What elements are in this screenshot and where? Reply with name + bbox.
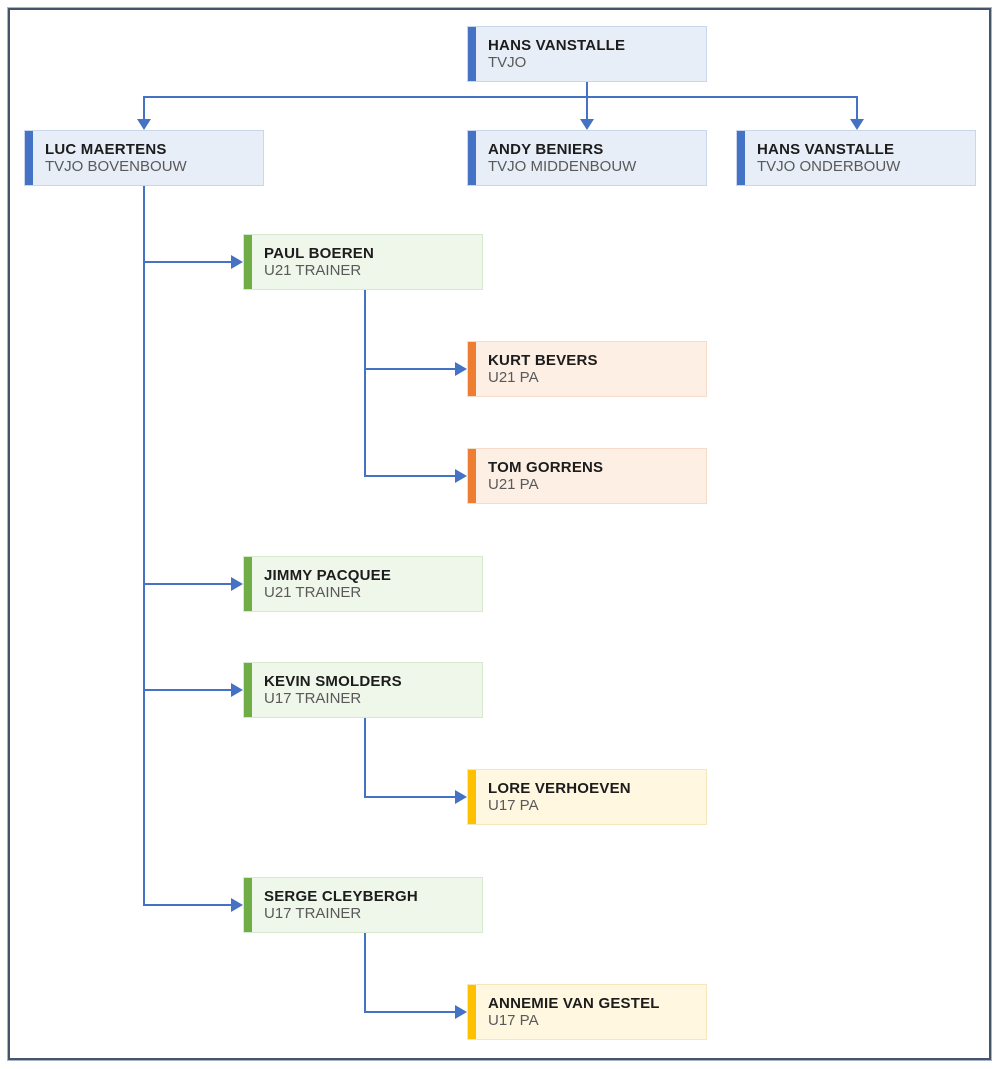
connector-line bbox=[143, 904, 231, 906]
org-node-0[interactable]: HANS VANSTALLE TVJO bbox=[467, 26, 707, 82]
node-accent-bar bbox=[468, 27, 476, 81]
org-node-9[interactable]: LORE VERHOEVEN U17 PA bbox=[467, 769, 707, 825]
node-accent-bar bbox=[25, 131, 33, 185]
node-role: TVJO ONDERBOUW bbox=[757, 158, 901, 175]
node-accent-bar bbox=[244, 878, 252, 932]
node-role: TVJO BOVENBOUW bbox=[45, 158, 187, 175]
org-node-7[interactable]: JIMMY PACQUEE U21 TRAINER bbox=[243, 556, 483, 612]
connector-line bbox=[364, 290, 366, 476]
node-name: JIMMY PACQUEE bbox=[264, 567, 392, 584]
arrow-down-icon bbox=[850, 119, 864, 130]
node-role: U17 PA bbox=[488, 797, 539, 814]
node-name: SERGE CLEYBERGH bbox=[264, 888, 418, 905]
node-text: KURT BEVERS U21 PA bbox=[476, 342, 604, 396]
node-text: KEVIN SMOLDERS U17 TRAINER bbox=[252, 663, 408, 717]
node-role: U21 TRAINER bbox=[264, 262, 362, 279]
node-role: U21 PA bbox=[488, 476, 539, 493]
node-accent-bar bbox=[244, 557, 252, 611]
node-accent-bar bbox=[468, 342, 476, 396]
node-role: U21 PA bbox=[488, 369, 539, 386]
node-text: LUC MAERTENS TVJO BOVENBOUW bbox=[33, 131, 193, 185]
node-accent-bar bbox=[468, 131, 476, 185]
node-role: TVJO MIDDENBOUW bbox=[488, 158, 637, 175]
node-role: U17 TRAINER bbox=[264, 690, 362, 707]
node-accent-bar bbox=[468, 449, 476, 503]
node-accent-bar bbox=[244, 663, 252, 717]
node-accent-bar bbox=[737, 131, 745, 185]
arrow-right-icon bbox=[231, 683, 243, 697]
arrow-right-icon bbox=[231, 577, 243, 591]
arrow-right-icon bbox=[231, 255, 243, 269]
org-node-11[interactable]: ANNEMIE VAN GESTEL U17 PA bbox=[467, 984, 707, 1040]
connector-line bbox=[364, 368, 455, 370]
node-name: ANDY BENIERS bbox=[488, 141, 604, 158]
connector-line bbox=[143, 261, 231, 263]
arrow-right-icon bbox=[455, 469, 467, 483]
node-name: ANNEMIE VAN GESTEL bbox=[488, 995, 660, 1012]
node-accent-bar bbox=[468, 770, 476, 824]
node-role: U17 PA bbox=[488, 1012, 539, 1029]
node-role: U21 TRAINER bbox=[264, 584, 362, 601]
node-text: ANDY BENIERS TVJO MIDDENBOUW bbox=[476, 131, 642, 185]
chart-frame bbox=[8, 8, 991, 1060]
node-text: SERGE CLEYBERGH U17 TRAINER bbox=[252, 878, 424, 932]
node-name: HANS VANSTALLE bbox=[488, 37, 626, 54]
connector-line bbox=[143, 689, 231, 691]
org-node-5[interactable]: KURT BEVERS U21 PA bbox=[467, 341, 707, 397]
connector-line bbox=[364, 718, 366, 797]
node-name: HANS VANSTALLE bbox=[757, 141, 895, 158]
connector-line bbox=[856, 96, 858, 119]
connector-line bbox=[364, 933, 366, 1012]
node-text: LORE VERHOEVEN U17 PA bbox=[476, 770, 637, 824]
node-accent-bar bbox=[468, 985, 476, 1039]
arrow-right-icon bbox=[455, 1005, 467, 1019]
node-name: LORE VERHOEVEN bbox=[488, 780, 631, 797]
connector-line bbox=[364, 475, 455, 477]
org-node-4[interactable]: PAUL BOEREN U21 TRAINER bbox=[243, 234, 483, 290]
connector-line bbox=[586, 96, 588, 119]
node-role: TVJO bbox=[488, 54, 527, 71]
node-name: KURT BEVERS bbox=[488, 352, 598, 369]
node-name: KEVIN SMOLDERS bbox=[264, 673, 402, 690]
arrow-right-icon bbox=[455, 362, 467, 376]
arrow-down-icon bbox=[580, 119, 594, 130]
connector-line bbox=[143, 96, 858, 98]
org-node-10[interactable]: SERGE CLEYBERGH U17 TRAINER bbox=[243, 877, 483, 933]
node-text: HANS VANSTALLE TVJO bbox=[476, 27, 631, 81]
node-name: LUC MAERTENS bbox=[45, 141, 167, 158]
arrow-right-icon bbox=[231, 898, 243, 912]
node-text: HANS VANSTALLE TVJO ONDERBOUW bbox=[745, 131, 906, 185]
connector-line bbox=[143, 583, 231, 585]
arrow-right-icon bbox=[455, 790, 467, 804]
node-name: PAUL BOEREN bbox=[264, 245, 374, 262]
node-role: U17 TRAINER bbox=[264, 905, 362, 922]
node-text: TOM GORRENS U21 PA bbox=[476, 449, 609, 503]
node-name: TOM GORRENS bbox=[488, 459, 604, 476]
connector-line bbox=[364, 796, 455, 798]
connector-line bbox=[586, 80, 588, 97]
connector-line bbox=[143, 96, 145, 119]
connector-line bbox=[364, 1011, 455, 1013]
org-node-1[interactable]: LUC MAERTENS TVJO BOVENBOUW bbox=[24, 130, 264, 186]
org-node-6[interactable]: TOM GORRENS U21 PA bbox=[467, 448, 707, 504]
org-node-2[interactable]: ANDY BENIERS TVJO MIDDENBOUW bbox=[467, 130, 707, 186]
node-text: JIMMY PACQUEE U21 TRAINER bbox=[252, 557, 397, 611]
node-text: PAUL BOEREN U21 TRAINER bbox=[252, 235, 380, 289]
org-node-3[interactable]: HANS VANSTALLE TVJO ONDERBOUW bbox=[736, 130, 976, 186]
arrow-down-icon bbox=[137, 119, 151, 130]
node-accent-bar bbox=[244, 235, 252, 289]
node-text: ANNEMIE VAN GESTEL U17 PA bbox=[476, 985, 666, 1039]
org-node-8[interactable]: KEVIN SMOLDERS U17 TRAINER bbox=[243, 662, 483, 718]
connector-line bbox=[143, 184, 145, 905]
